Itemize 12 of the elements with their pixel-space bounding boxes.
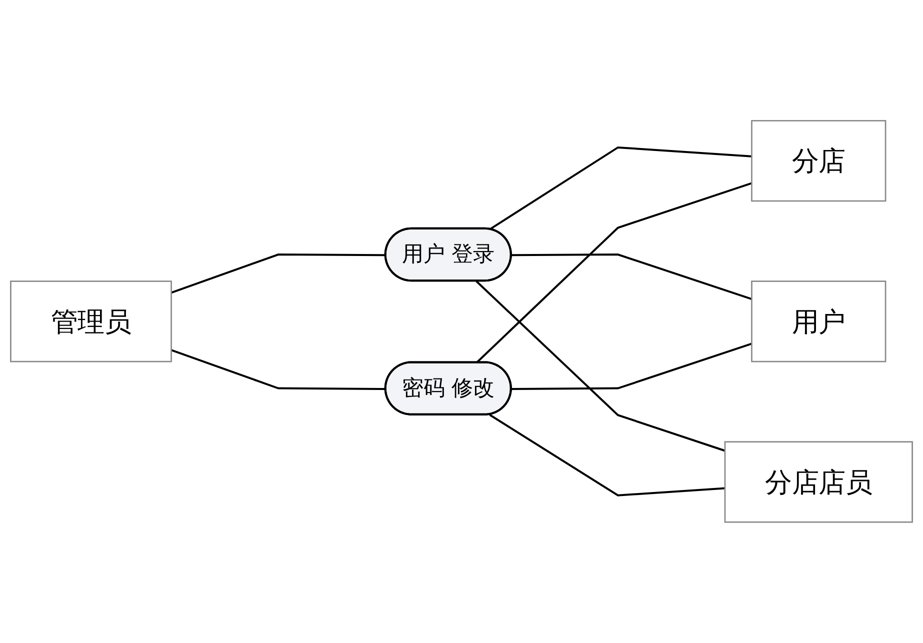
node-box [751,120,886,202]
connector [512,254,752,300]
use-case-diagram: 管理员 用户 登录 密码 修改 分店 用户 分店店员 [0,110,923,533]
connector [489,414,726,496]
connector [170,349,386,390]
connector [170,254,386,294]
connector [489,146,752,230]
node-box [10,280,172,362]
node-box [724,441,913,523]
node-box [751,280,886,362]
connector [512,342,752,390]
connector [476,280,726,452]
